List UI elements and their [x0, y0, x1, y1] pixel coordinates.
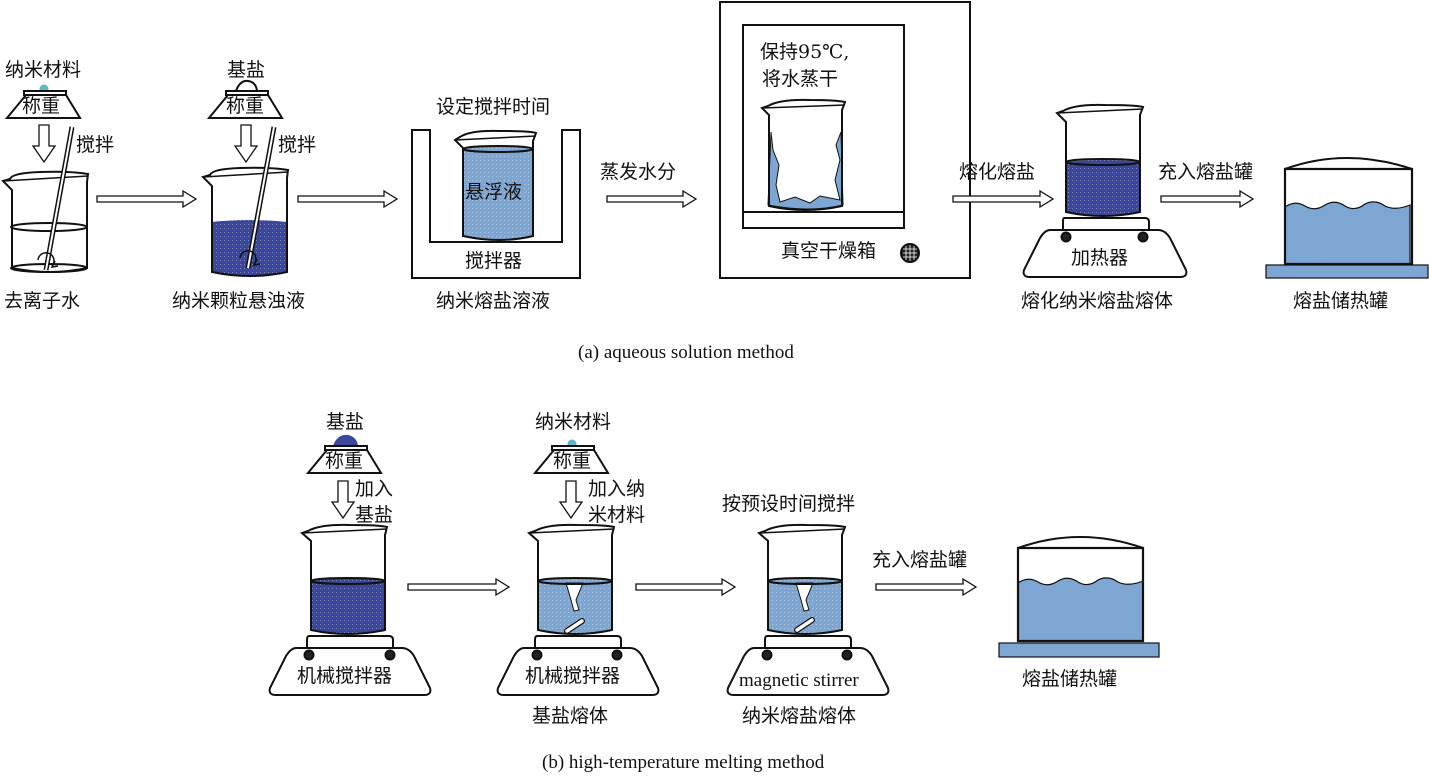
stir-rod-icon [239, 126, 277, 269]
label-evaporate-water: 蒸发水分 [600, 161, 677, 183]
label-stirrer: 搅拌器 [465, 250, 523, 272]
scale-icon-a1 [4, 84, 82, 119]
label-melt-salt: 熔化熔盐 [959, 161, 1036, 183]
down-arrow-icon [31, 124, 57, 164]
beaker-molten-salt [1055, 103, 1145, 217]
label-stir: 搅拌 [76, 134, 115, 156]
oven-knob-icon [900, 243, 920, 263]
label-add: 加入 [355, 478, 394, 500]
right-arrow-icon [606, 189, 698, 209]
label-heater: 加热器 [1071, 247, 1129, 269]
beaker-deionized-water [1, 170, 90, 273]
scale-icon-b1 [305, 434, 383, 474]
storage-tank-b [998, 536, 1160, 658]
right-arrow-icon [875, 577, 978, 597]
right-arrow-icon [635, 577, 737, 597]
scale-icon-a2 [206, 79, 284, 119]
label-dry-water: 将水蒸干 [762, 68, 839, 90]
label-nano-material-2: 米材料 [588, 504, 646, 526]
label-base-salt-2: 基盐 [355, 504, 394, 526]
scale-icon-b2 [532, 439, 610, 474]
beaker-nano-salt-melt [757, 523, 847, 635]
right-arrow-icon [96, 189, 198, 209]
mechanical-stirrer-b2 [496, 635, 660, 696]
label-molten-nano-salt: 熔化纳米熔盐熔体 [1021, 290, 1174, 312]
beaker-suspension [453, 129, 538, 241]
label-weigh: 称重 [325, 450, 364, 472]
label-nano-material: 纳米材料 [5, 59, 82, 81]
beaker-drying [760, 98, 847, 211]
right-arrow-icon [952, 189, 1055, 209]
mechanical-stirrer-b1 [268, 635, 432, 696]
label-nano-salt-melt: 纳米熔盐熔体 [742, 705, 857, 727]
right-arrow-icon [297, 189, 399, 209]
label-base-salt: 基盐 [326, 411, 365, 433]
label-add-nano: 加入纳 [588, 478, 646, 500]
down-arrow-icon [330, 480, 356, 520]
label-nano-suspension: 纳米颗粒悬浊液 [172, 290, 306, 312]
label-stir: 搅拌 [278, 134, 317, 156]
label-weigh: 称重 [226, 95, 265, 117]
label-suspension: 悬浮液 [465, 181, 523, 203]
down-arrow-icon [233, 124, 259, 164]
label-base-salt: 基盐 [227, 59, 266, 81]
label-magnetic-stirrer: magnetic stirrer [739, 670, 859, 691]
magnetic-stirrer [726, 635, 890, 696]
label-fill-tank: 充入熔盐罐 [1158, 161, 1254, 183]
beaker-base-salt [300, 523, 389, 635]
label-deionized-water: 去离子水 [4, 290, 81, 312]
label-vacuum-oven: 真空干燥箱 [781, 240, 877, 262]
label-base-salt-melt: 基盐熔体 [532, 705, 609, 727]
label-storage-tank: 熔盐储热罐 [1022, 668, 1118, 690]
label-nano-material: 纳米材料 [535, 411, 612, 433]
label-nano-salt-solution: 纳米熔盐溶液 [436, 290, 551, 312]
label-weigh: 称重 [553, 450, 592, 472]
label-mechanical-stirrer: 机械搅拌器 [525, 665, 621, 687]
right-arrow-icon [407, 577, 511, 597]
caption-b: (b) high-temperature melting method [542, 752, 825, 773]
beaker-base-salt-melt [527, 523, 616, 635]
stir-rod-icon [37, 126, 75, 271]
label-fill-tank: 充入熔盐罐 [872, 549, 968, 571]
label-set-stir-time: 设定搅拌时间 [436, 96, 551, 118]
label-weigh: 称重 [22, 95, 61, 117]
storage-tank-a [1265, 157, 1429, 279]
beaker-nano-suspension [201, 166, 290, 277]
stirrer-bath [411, 129, 581, 279]
label-keep-95c: 保持95℃, [760, 41, 850, 63]
label-storage-tank: 熔盐储热罐 [1293, 290, 1389, 312]
right-arrow-icon [1160, 189, 1255, 209]
down-arrow-icon [558, 480, 584, 520]
heater-device [1022, 217, 1188, 278]
label-stir-preset-time: 按预设时间搅拌 [722, 493, 856, 515]
caption-a: (a) aqueous solution method [578, 342, 794, 363]
label-mechanical-stirrer: 机械搅拌器 [297, 665, 393, 687]
